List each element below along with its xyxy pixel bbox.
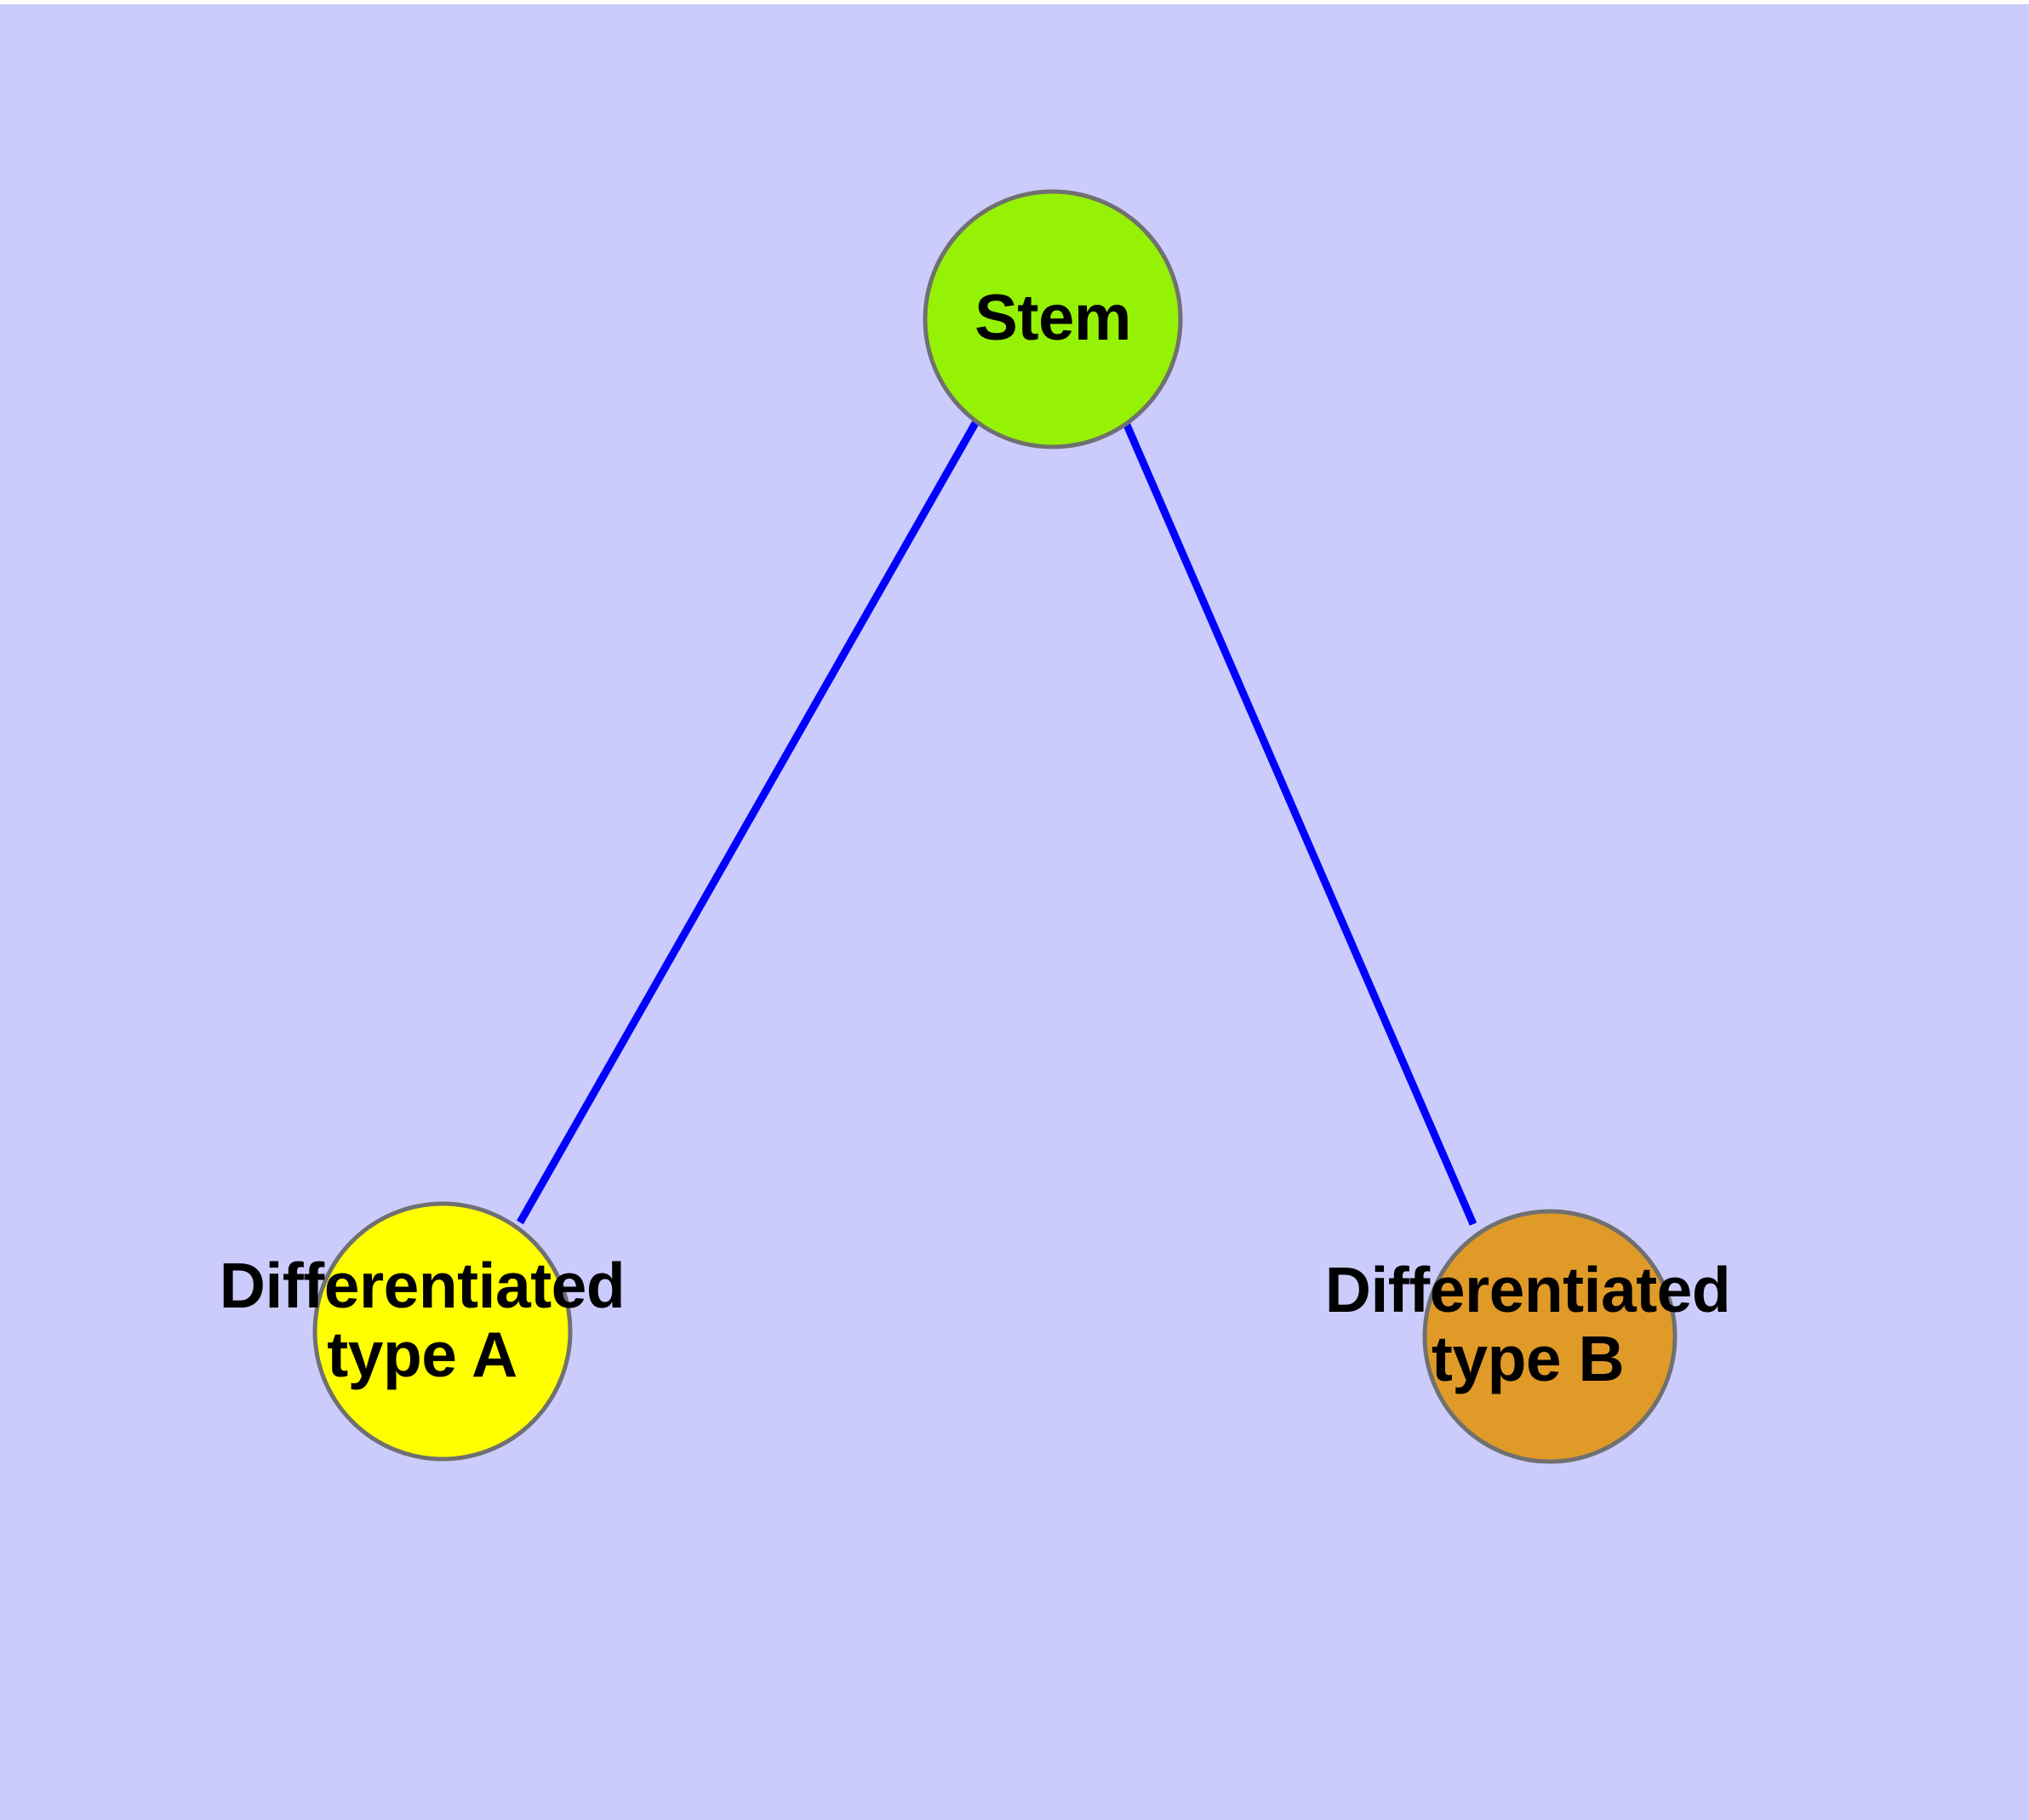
node-diff-a-circle[interactable] (312, 1201, 573, 1462)
node-layer (312, 189, 1677, 1464)
edge-layer (517, 415, 1477, 1226)
edge-stem-to-diff-a[interactable] (517, 421, 979, 1225)
node-diff-b-circle[interactable] (1422, 1209, 1677, 1464)
edge-stem-to-diff-b[interactable] (1119, 415, 1477, 1226)
canvas-top-edge-strip (0, 0, 2029, 4)
node-stem-circle[interactable] (923, 189, 1183, 449)
